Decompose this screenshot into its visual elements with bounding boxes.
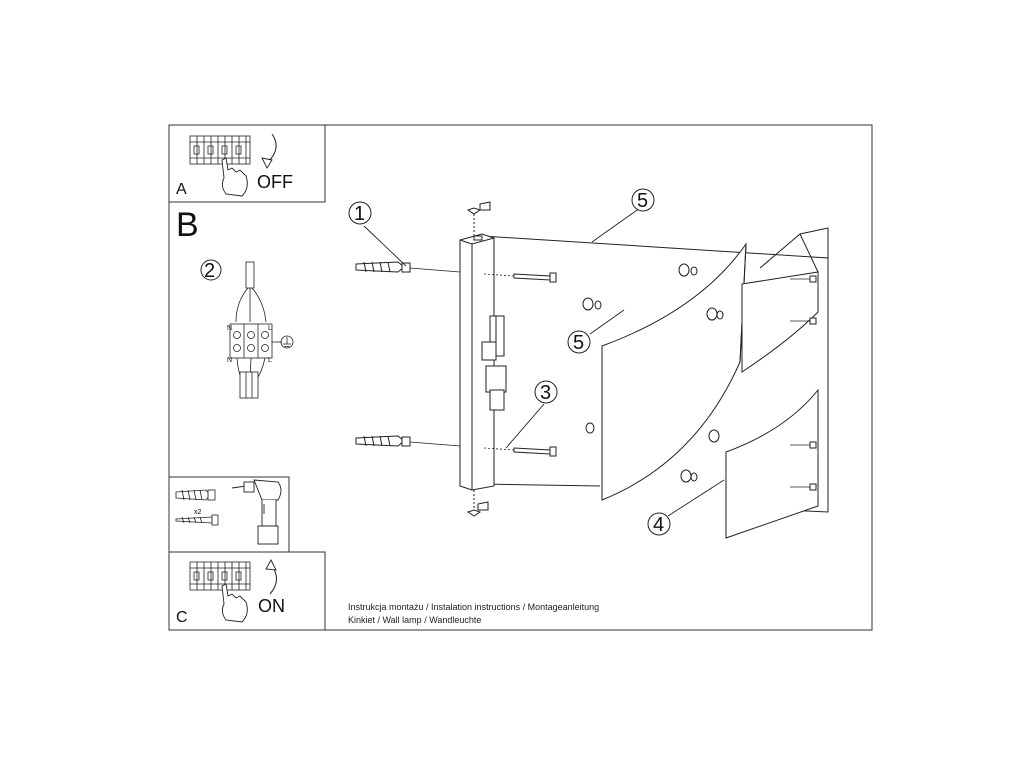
breaker-strip-icon <box>189 135 251 165</box>
callout-5-middle: 5 <box>573 332 584 354</box>
drill-icon <box>231 479 282 545</box>
caption-instructions: Instrukcja montażu / Instalation instruc… <box>348 602 600 612</box>
wall-plug-bottom-icon <box>355 435 461 447</box>
panel-c: C ON <box>168 551 326 631</box>
terminal-block-icon <box>229 261 294 399</box>
hand-icon-c <box>221 583 248 623</box>
bracket-screw-top-icon <box>466 201 491 236</box>
long-screw-bottom-icon <box>483 446 557 457</box>
wall-plug-icon <box>175 489 216 501</box>
panel-c-letter: C <box>176 609 188 626</box>
leader-lines <box>363 207 725 517</box>
callout-4: 4 <box>653 514 664 536</box>
hand-icon <box>221 157 248 197</box>
turn-off-arrow-icon <box>267 133 277 163</box>
panel-b: B 2 N L N L <box>169 125 326 399</box>
shade-panel-top-right <box>741 271 819 373</box>
quantity-label: x2 <box>194 509 202 516</box>
off-label: OFF <box>257 172 293 192</box>
screw-icon <box>175 514 219 526</box>
long-screw-top-icon <box>483 272 557 283</box>
on-label: ON <box>258 596 285 616</box>
nut-washer-icons <box>582 263 724 483</box>
caption-product: Kinkiet / Wall lamp / Wandleuchte <box>348 615 482 625</box>
bracket-screw-bottom-icon <box>466 490 489 517</box>
panel-a: A OFF <box>168 124 326 203</box>
exploded-view <box>355 201 829 539</box>
panel-a-letter: A <box>176 181 187 198</box>
callout-circles <box>348 188 671 536</box>
curved-shade-left <box>601 242 747 501</box>
callout-1: 1 <box>354 203 365 225</box>
callout-3: 3 <box>540 382 551 404</box>
connector-block <box>481 315 507 411</box>
small-screw-icons <box>790 275 817 491</box>
breaker-strip-icon-c <box>189 561 251 591</box>
terminal-label-n-bottom: N <box>227 357 232 364</box>
outer-frame <box>168 124 873 631</box>
terminal-label-n-top: N <box>227 325 232 332</box>
drill-panel: x2 <box>168 476 290 553</box>
wall-plug-top-icon <box>355 261 461 273</box>
shade-panel-bottom-right <box>725 388 819 539</box>
panel-b-letter: B <box>176 206 199 244</box>
mounting-bracket <box>459 233 495 491</box>
terminal-label-l-bottom: L <box>268 357 272 364</box>
callout-5-top: 5 <box>637 190 648 212</box>
terminal-label-l-top: L <box>268 325 272 332</box>
callout-2: 2 <box>204 260 215 282</box>
